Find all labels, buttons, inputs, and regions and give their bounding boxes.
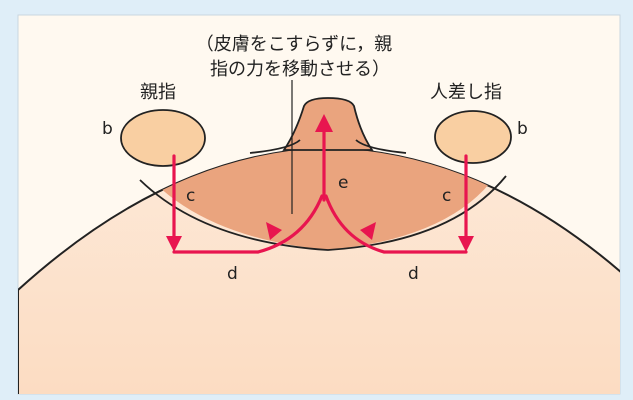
index-finger-tip (434, 110, 512, 164)
label-d-right: d (408, 264, 419, 284)
thumb-tip (120, 109, 206, 167)
label-c-left: c (186, 186, 195, 206)
label-index-finger: 人差し指 (430, 82, 502, 103)
arrow-down-icon (166, 236, 182, 252)
label-b-left: b (102, 119, 113, 139)
arrow-curve-left (256, 194, 324, 254)
caption-line-1: （皮膚をこすらずに，親 (196, 34, 392, 55)
label-thumb: 親指 (140, 82, 176, 103)
caption-line-2: 指の力を移動させる） (210, 59, 390, 80)
arrow-down-icon (458, 236, 474, 252)
label-e: e (338, 173, 348, 193)
label-b-right: b (517, 119, 528, 139)
arrow-up-icon (315, 114, 333, 132)
label-d-left: d (227, 264, 238, 284)
label-c-right: c (442, 186, 451, 206)
arrow-inward-icon (266, 222, 282, 240)
arrow-inward-icon (360, 222, 376, 240)
arrow-curve-right (324, 194, 386, 254)
